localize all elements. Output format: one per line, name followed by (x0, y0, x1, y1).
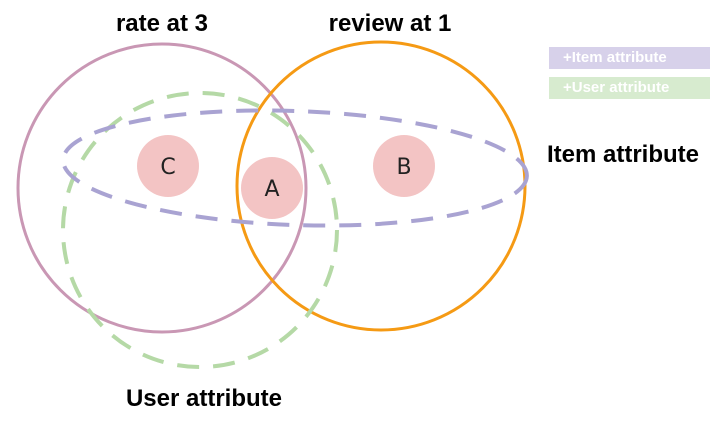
node-b (373, 135, 435, 197)
node-b-label: B (396, 155, 411, 180)
legend-item-attribute: +Item attribute (549, 47, 710, 69)
node-c-label: C (160, 155, 175, 180)
node-a-label: A (264, 177, 279, 202)
legend-user-attribute: +User attribute (549, 77, 710, 99)
rate-circle (16, 42, 308, 334)
review-title: review at 1 (329, 10, 452, 37)
item-attribute-ellipse (61, 108, 529, 228)
rate-title: rate at 3 (116, 10, 208, 37)
node-a (241, 157, 303, 219)
item-attribute-title: Item attribute (547, 141, 699, 168)
user-attribute-ellipse (61, 91, 339, 369)
node-c (137, 135, 199, 197)
user-attribute-title: User attribute (126, 385, 282, 412)
